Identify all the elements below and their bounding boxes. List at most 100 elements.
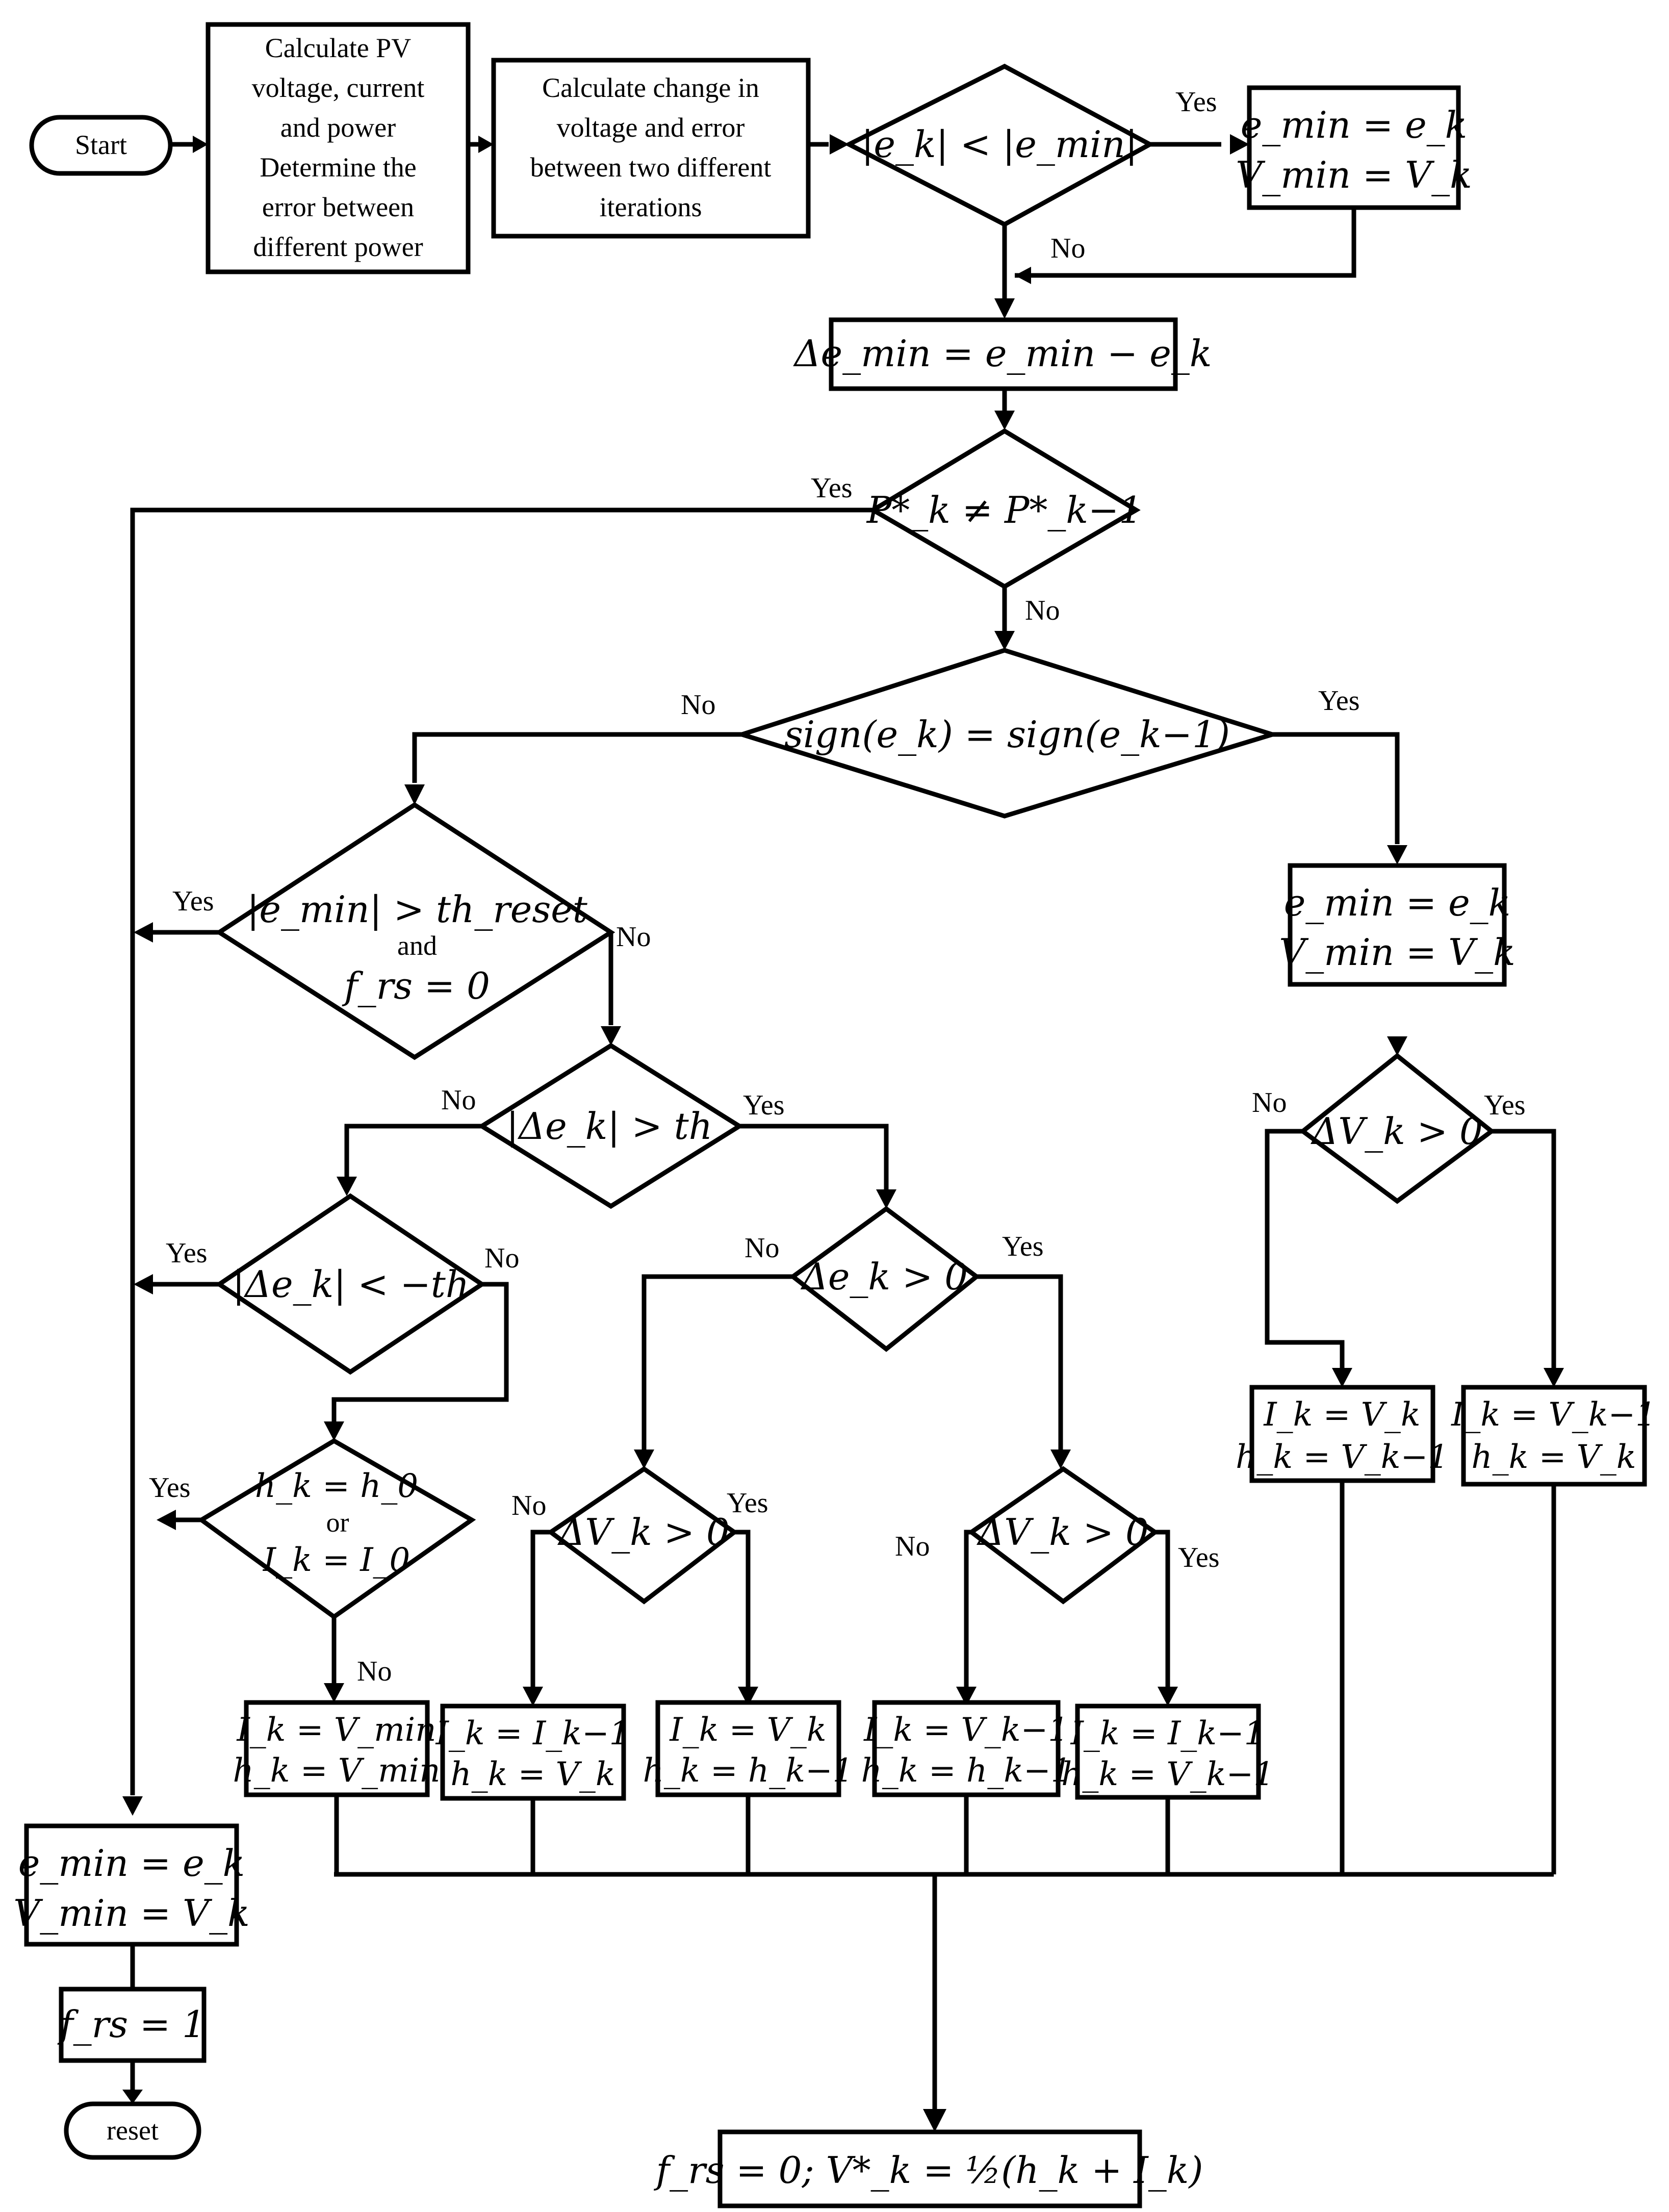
decision-dvk-b-text: ΔV_k > 0 <box>976 1511 1149 1554</box>
calc-pv-line-5: error between <box>262 192 414 222</box>
yes-label: Yes <box>743 1089 784 1121</box>
delta-emin-text: Δe_min = e_min − e_k <box>793 332 1212 375</box>
set-min-left-box: e_min = e_k V_min = V_k <box>13 1823 250 1947</box>
arrow-to-dek-mth <box>337 1177 357 1196</box>
reset-label: reset <box>107 2115 159 2146</box>
calc-pv-line-2: voltage, current <box>252 72 425 103</box>
calc-change-line-3: between two different <box>530 152 772 183</box>
set-min-top-box: e_min = e_k V_min = V_k <box>1236 85 1472 210</box>
arrow-to-ik-vk1-right <box>1544 1368 1564 1387</box>
arrow-to-delta-emin <box>994 298 1015 319</box>
decision-dek0-text: Δe_k > 0 <box>800 1255 968 1298</box>
ik-ik1-vk1-line-1: I_k = I_k−1 <box>1070 1715 1265 1752</box>
arrow-to-ik-vk-right <box>1332 1368 1352 1387</box>
calc-change-line-2: voltage and error <box>557 112 745 143</box>
decision-threset-line-2: and <box>397 930 437 961</box>
ik-ik1-hk-vk1-box: I_k = I_k−1 h_k = V_k−1 <box>1061 1704 1274 1800</box>
set-min-left-line-1: e_min = e_k <box>18 1842 245 1885</box>
final-text: f_rs = 0; V*_k = ½(h_k + I_k) <box>654 2149 1203 2192</box>
calc-pv-line-6: different power <box>253 232 423 262</box>
decision-threset-line-1: |e_min| > th_reset <box>247 888 588 931</box>
frs-one-text: f_rs = 1 <box>57 2003 206 2046</box>
start-terminal: Start <box>29 115 173 176</box>
arrow-to-p-decision <box>994 411 1015 430</box>
yes-label: Yes <box>1484 1089 1525 1121</box>
arrow-join-left <box>1015 267 1031 284</box>
no-label: No <box>744 1232 779 1264</box>
calc-change-line-1: Calculate change in <box>542 72 759 103</box>
calc-pv-line-4: Determine the <box>260 152 416 183</box>
ik-vmin-line-1: I_k = V_min <box>237 1711 436 1749</box>
arrow-dek-mth-yes <box>134 1274 153 1294</box>
ik-vk-hk-vk1-box: I_k = V_k h_k = V_k−1 <box>1236 1385 1449 1483</box>
frs-one-box: f_rs = 1 <box>57 1987 207 2063</box>
ik-vmin-box: I_k = V_min h_k = V_min <box>233 1700 441 1797</box>
yes-label: Yes <box>1178 1542 1219 1573</box>
arrow-decision-to-setmin <box>1230 134 1249 155</box>
start-label: Start <box>75 130 127 160</box>
reset-terminal: reset <box>64 2101 201 2160</box>
no-label: No <box>1252 1087 1287 1118</box>
ik-vk1-hk-hk1-box: I_k = V_k−1 h_k = h_k−1 <box>861 1700 1072 1797</box>
no-label: No <box>616 921 651 953</box>
arrow-to-ik-ik1-a <box>523 1687 543 1706</box>
decision-dvk-a-text: ΔV_k > 0 <box>557 1511 730 1554</box>
arrow-to-ik-vk1-hk1 <box>956 1687 977 1706</box>
final-box: f_rs = 0; V*_k = ½(h_k + I_k) <box>654 2129 1203 2208</box>
decision-hk-h0-or-ik-i0: h_k = h_0 or I_k = I_0 <box>197 1438 476 1620</box>
arrow-start-to-calc <box>193 136 208 153</box>
ik-ik1-vk1-line-2: h_k = V_k−1 <box>1061 1756 1274 1793</box>
set-min-right-line-1: e_min = e_k <box>1284 881 1511 924</box>
ik-vk-hk1-line-2: h_k = h_k−1 <box>643 1752 854 1790</box>
yes-label: Yes <box>811 472 852 504</box>
decision-dek-gt-0: Δe_k > 0 <box>789 1206 981 1352</box>
arrow-to-threset-decision <box>404 784 425 805</box>
arrow-to-dek-gt0 <box>876 1189 896 1209</box>
yes-label: Yes <box>166 1237 207 1269</box>
ik-vmin-line-2: h_k = V_min <box>233 1752 441 1790</box>
no-label: No <box>895 1531 930 1562</box>
calc-change-box: Calculate change in voltage and error be… <box>491 58 811 239</box>
no-label: No <box>511 1490 546 1521</box>
arrow-to-dvk-a <box>634 1450 654 1469</box>
arrow-to-sign-decision <box>994 631 1015 650</box>
arrow-to-ik-ik1-b <box>1158 1687 1178 1706</box>
arrow-to-dvk-b <box>1050 1450 1071 1469</box>
yes-label: Yes <box>172 885 214 917</box>
calc-pv-box: Calculate PV voltage, current and power … <box>206 22 471 274</box>
decision-abs-ek-text: |e_k| < |e_min| <box>861 123 1138 166</box>
calc-pv-line-1: Calculate PV <box>265 33 411 63</box>
ik-vk1-line-1: I_k = V_k−1 <box>1451 1396 1656 1434</box>
ik-vk1-line-2: h_k = V_k <box>1471 1438 1636 1476</box>
no-label: No <box>441 1084 476 1116</box>
decision-emin-gt-threset: |e_min| > th_reset and f_rs = 0 <box>215 802 615 1060</box>
arrow-to-ik-vmin <box>324 1683 344 1702</box>
ik-vk1-hk1-line-1: I_k = V_k−1 <box>863 1711 1069 1749</box>
decision-sign-text: sign(e_k) = sign(e_k−1) <box>784 713 1230 756</box>
decision-pk-text: P*_k ≠ P*_k−1 <box>866 489 1142 531</box>
ik-vk1-hk1-line-2: h_k = h_k−1 <box>861 1752 1072 1790</box>
calc-pv-line-3: and power <box>280 112 396 143</box>
arrow-to-setmin-right <box>1387 845 1407 865</box>
decision-hk-line-1: h_k = h_0 <box>255 1467 418 1505</box>
decision-dvk-gt-0-right: ΔV_k > 0 <box>1299 1053 1496 1204</box>
ik-ik1-vk-line-1: I_k = I_k−1 <box>435 1715 630 1752</box>
delta-emin-box: Δe_min = e_min − e_k <box>793 317 1212 391</box>
arrow-hk-yes <box>157 1510 176 1530</box>
set-min-left-line-2: V_min = V_k <box>13 1892 249 1935</box>
decision-hk-line-3: I_k = I_0 <box>263 1541 410 1579</box>
decision-pk-neq-pk1: P*_k ≠ P*_k−1 <box>866 428 1142 590</box>
arrow-calc-to-change <box>478 136 494 153</box>
branch-labels: Yes No Yes No No Yes Yes No No Yes Yes N… <box>149 86 1525 1687</box>
arrow-change-to-decision <box>830 134 849 155</box>
yes-label: Yes <box>1175 86 1217 118</box>
ik-vk1-hk-vk-box: I_k = V_k−1 h_k = V_k <box>1451 1385 1656 1487</box>
arrow-to-ik-vk-hk1 <box>738 1687 758 1706</box>
decision-abs-dek-gt-th: |Δe_k| > th <box>477 1043 744 1209</box>
no-label: No <box>1025 595 1060 626</box>
arrow-to-dvk-right <box>1387 1036 1407 1056</box>
decision-dek-mth-text: |Δe_k| < −th <box>233 1263 469 1306</box>
decision-dvk-gt-0-b: ΔV_k > 0 <box>967 1466 1159 1605</box>
no-label: No <box>1050 233 1085 264</box>
